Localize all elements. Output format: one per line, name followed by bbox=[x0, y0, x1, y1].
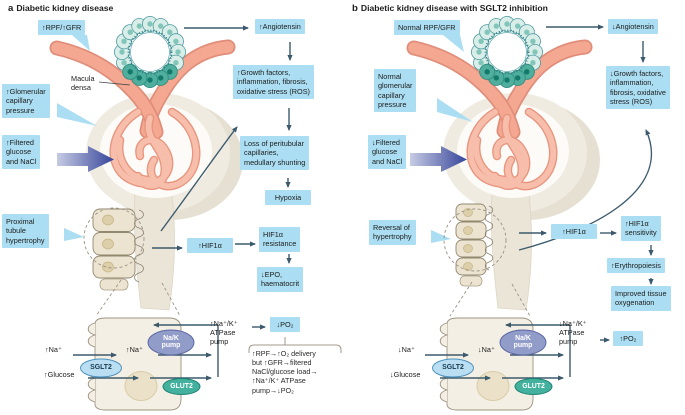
label-na-outside-b: ↓Na⁺ bbox=[398, 345, 415, 354]
label-atpase-b: ↓Na⁺/K⁺ ATPase pump bbox=[559, 319, 587, 347]
callout-tubule-state-a: Proximal tubule hypertrophy bbox=[2, 214, 49, 248]
box-erythropoiesis-b: ↑Erythropoiesis bbox=[607, 258, 665, 274]
filtered-load-arrow bbox=[57, 146, 114, 172]
filtered-load-arrow bbox=[410, 146, 467, 172]
label-macula-densa: Macula densa bbox=[71, 74, 95, 93]
box-oxygenation-b: Improved tissue oxygenation bbox=[611, 286, 671, 311]
proximal-tubule-cells bbox=[83, 207, 145, 291]
label-na-inside-a: ↑Na⁺ bbox=[126, 345, 143, 354]
callout-glomerular-pressure-a: ↑Glomerular capillary pressure bbox=[2, 84, 50, 118]
box-hypoxia-a: Hypoxia bbox=[265, 190, 311, 206]
box-po2-b: ↑PO₂ bbox=[613, 331, 643, 347]
label-na-inside-b: ↓Na⁺ bbox=[478, 345, 495, 354]
label-glut2-a: GLUT2 bbox=[170, 383, 193, 390]
label-glucose-b: ↓Glucose bbox=[390, 370, 421, 379]
box-hif1a-b: ↑HIF1α bbox=[551, 224, 597, 240]
label-glut2-b: GLUT2 bbox=[522, 383, 545, 390]
note-oxygen-delivery: ↑RPF→↑O₂ delivery but ↑GFR→filtered NaCl… bbox=[252, 349, 318, 395]
box-growth-factors-a: ↑Growth factors, inflammation, fibrosis,… bbox=[233, 65, 314, 99]
callout-filtered-load-a: ↑Filtered glucose and NaCl bbox=[2, 135, 41, 169]
callout-filtered-load-b: ↓Filtered glucose and NaCl bbox=[368, 135, 407, 169]
label-nak-pump-b: Na/K pump bbox=[513, 335, 533, 350]
box-angiotensin-a: ↑Angiotensin bbox=[255, 19, 305, 35]
box-po2-a: ↓PO₂ bbox=[270, 317, 300, 333]
label-nak-pump-a: Na/K pump bbox=[161, 335, 181, 350]
box-growth-factors-b: ↓Growth factors, inflammation, fibrosis,… bbox=[606, 66, 670, 110]
proximal-tubule-cells bbox=[443, 203, 507, 287]
callout-tubule-state-b: Reversal of hypertrophy bbox=[369, 220, 416, 245]
panel-a-art bbox=[57, 16, 342, 410]
box-hif1a-resistance-a: HIF1α resistance bbox=[259, 227, 301, 252]
label-sglt2-a: SGLT2 bbox=[90, 364, 112, 371]
box-epo-a: ↓EPO, haematocrit bbox=[257, 267, 304, 292]
label-na-outside-a: ↑Na⁺ bbox=[45, 345, 62, 354]
box-hif1a-sensitivity-b: ↑HIF1α sensitivity bbox=[621, 216, 661, 241]
box-angiotensin-b: ↓Angiotensin bbox=[608, 19, 658, 35]
callout-rpf-gfr-a: ↑RPF/↑GFR bbox=[38, 20, 86, 36]
panel-b-letter: b bbox=[352, 3, 358, 14]
label-atpase-a: ↑Na⁺/K⁺ ATPase pump bbox=[210, 319, 238, 347]
panel-b-art bbox=[410, 16, 654, 410]
callout-rpf-gfr-b: Normal RPF/GFR bbox=[394, 20, 460, 36]
label-sglt2-b: SGLT2 bbox=[442, 364, 464, 371]
box-peritubular-loss-a: Loss of peritubular capillaries, medulla… bbox=[240, 136, 310, 170]
callout-glomerular-pressure-b: Normal glomerular capillary pressure bbox=[374, 69, 417, 113]
box-hif1a-a: ↑HIF1α bbox=[187, 238, 233, 254]
label-glucose-a: ↑Glucose bbox=[44, 370, 75, 379]
panel-a-letter: a bbox=[8, 3, 14, 14]
